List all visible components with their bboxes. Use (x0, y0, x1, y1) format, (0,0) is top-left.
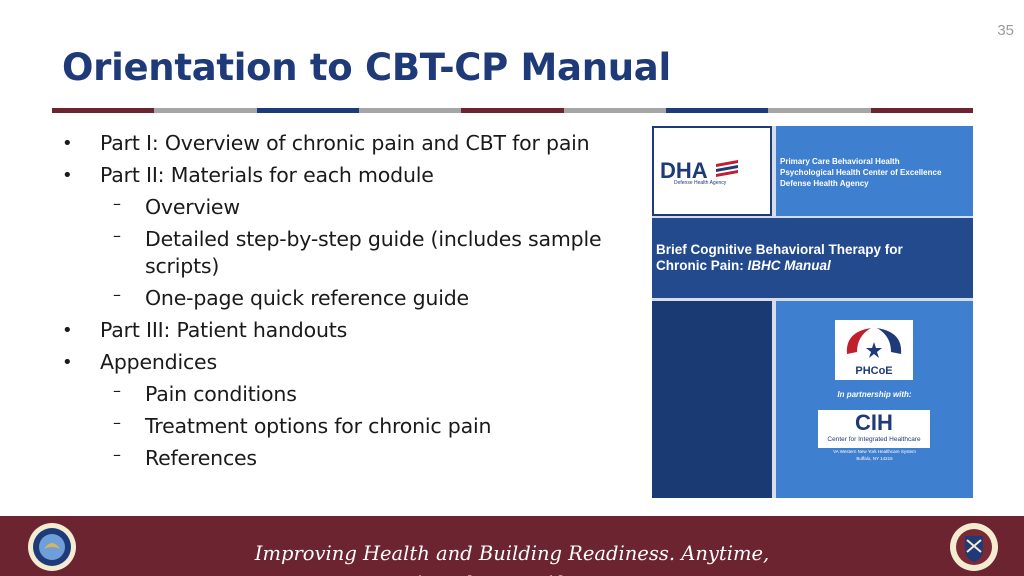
dash-marker: – (113, 226, 121, 245)
bullet-marker: • (62, 133, 73, 154)
cover-left-panel (652, 301, 772, 498)
title-rule (52, 108, 973, 113)
dha-seal-icon (950, 523, 998, 571)
slide-title: Orientation to CBT-CP Manual (62, 46, 671, 89)
dash-marker: – (113, 445, 121, 464)
bullet-item: • Part III: Patient handouts (60, 317, 640, 344)
sub-bullet-item: – One-page quick reference guide (60, 285, 640, 312)
bullet-text: Overview (145, 195, 240, 219)
cover-logo-panel: DHA Defense Health Agency (652, 126, 772, 216)
title-rule-segment (154, 108, 257, 113)
cover-org-line: Psychological Health Center of Excellenc… (780, 168, 942, 177)
footer-tagline: Improving Health and Building Readiness.… (254, 542, 770, 576)
svg-text:DHA: DHA (660, 158, 708, 183)
bullet-marker: • (62, 165, 73, 186)
bullet-text: Part II: Materials for each module (100, 163, 434, 187)
partner-text: In partnership with: (837, 390, 912, 399)
cover-org-line: Defense Health Agency (780, 179, 869, 188)
cih-address-line: VA Western New York Healthcare System (833, 449, 916, 454)
dha-logo-icon: DHA (660, 158, 738, 183)
bullet-list: • Part I: Overview of chronic pain and CB… (60, 130, 640, 477)
title-rule-segment (768, 108, 871, 113)
sub-bullet-item: – References (60, 445, 640, 472)
title-rule-segment (256, 108, 359, 113)
title-rule-segment (461, 108, 564, 113)
cover-org-panel (776, 126, 973, 216)
cih-address: VA Western New York Healthcare System Bu… (776, 448, 973, 462)
dod-seal-icon (28, 523, 76, 571)
title-rule-segment (358, 108, 462, 113)
cih-subtitle: Center for Integrated Healthcare (827, 436, 921, 443)
sub-bullet-item: – Treatment options for chronic pain (60, 413, 640, 440)
bullet-text: Pain conditions (145, 382, 297, 406)
bullet-item: • Part I: Overview of chronic pain and CB… (60, 130, 640, 157)
sub-bullet-item: – Pain conditions (60, 381, 640, 408)
bullet-text: Part III: Patient handouts (100, 318, 348, 342)
cover-title-band (652, 218, 973, 298)
bullet-item: • Appendices (60, 349, 640, 376)
bullet-marker: • (62, 352, 73, 373)
cih-logo-text: CIH (855, 410, 893, 435)
cover-org-line: Primary Care Behavioral Health (780, 157, 900, 166)
phcoe-logo: PHCoE (835, 320, 913, 380)
dash-marker: – (113, 413, 121, 432)
dash-marker: – (113, 381, 121, 400)
title-rule-segment (52, 108, 155, 113)
sub-bullet-item: – Detailed step-by-step guide (includes s… (60, 226, 640, 280)
bullet-marker: • (62, 320, 73, 341)
cover-title-line1: Brief Cognitive Behavioral Therapy for (656, 242, 903, 257)
cih-address-line: Buffalo, NY 14215 (856, 456, 893, 461)
bullet-text: Part I: Overview of chronic pain and CBT… (100, 131, 590, 155)
phcoe-eagle-icon (846, 328, 902, 358)
slide-number: 35 (997, 22, 1014, 39)
bullet-text: Appendices (100, 350, 217, 374)
bullet-item: • Part II: Materials for each module (60, 162, 640, 189)
title-rule-segment (665, 108, 769, 113)
bullet-text: References (145, 446, 257, 470)
bullet-text: One-page quick reference guide (145, 286, 469, 310)
cover-title-italic: IBHC Manual (747, 258, 831, 273)
cover-org-lines: Primary Care Behavioral Health Psycholog… (780, 156, 970, 189)
title-rule-segment (870, 108, 973, 113)
cover-title: Brief Cognitive Behavioral Therapy for C… (656, 242, 970, 274)
dha-subtitle: Defense Health Agency (674, 180, 727, 186)
footer-bar: Improving Health and Building Readiness.… (0, 516, 1024, 576)
cover-title-line2: Chronic Pain: IBHC Manual (656, 258, 831, 273)
sub-bullet-item: – Overview (60, 194, 640, 221)
dash-marker: – (113, 194, 121, 213)
cih-logo: CIH Center for Integrated Healthcare (818, 410, 930, 448)
bullet-text: Treatment options for chronic pain (145, 414, 492, 438)
bullet-text: Detailed step-by-step guide (includes sa… (145, 227, 602, 278)
manual-cover-image: DHA Defense Health Agency Primary Care B… (652, 126, 973, 498)
title-rule-segment (563, 108, 666, 113)
dash-marker: – (113, 285, 121, 304)
phcoe-text: PHCoE (855, 365, 893, 377)
